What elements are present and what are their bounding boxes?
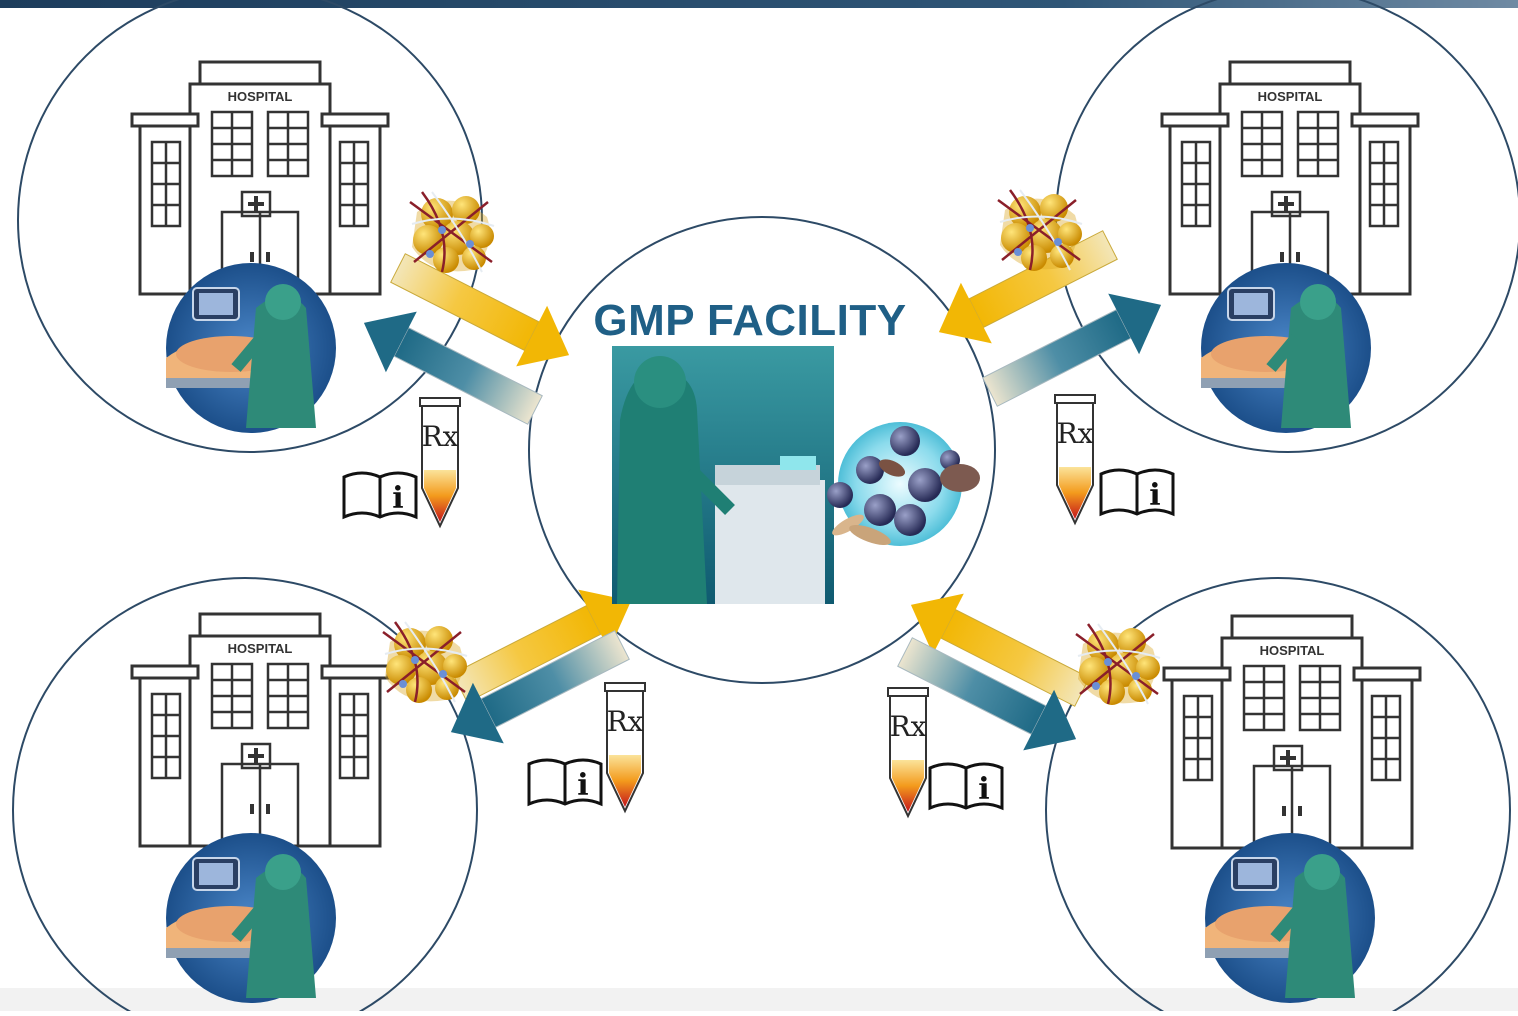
gmp-facility-title: GMP FACILITY	[593, 296, 907, 345]
surgery-scene-icon	[166, 263, 336, 433]
gmp-facility-circle	[528, 216, 996, 684]
prescription-tube-icon: Rx	[887, 687, 929, 817]
hospital-label: HOSPITAL	[1260, 643, 1325, 658]
hospital-label: HOSPITAL	[1258, 89, 1323, 104]
prescription-symbol: Rx	[607, 705, 644, 738]
hospital-label: HOSPITAL	[228, 89, 293, 104]
info-symbol: i	[577, 768, 588, 803]
info-symbol: i	[978, 772, 989, 807]
info-symbol: i	[1149, 478, 1160, 513]
arrow-to-hospital-bottom-left	[450, 630, 630, 744]
surgery-scene-icon	[1205, 833, 1375, 1003]
surgery-scene-icon	[166, 833, 336, 1003]
info-symbol: i	[392, 481, 403, 516]
surgery-scene-icon	[1201, 263, 1371, 433]
tissue-sample-icon	[1074, 622, 1162, 707]
hospital-circle-bottom-right	[1045, 577, 1511, 1016]
arrow-to-hospital-top-left	[363, 311, 543, 425]
arrow-to-facility-top-left	[390, 253, 570, 367]
cell-cluster-icon	[827, 422, 980, 546]
header-bar	[0, 0, 1518, 8]
info-leaflet-icon: i	[928, 762, 1004, 810]
prescription-symbol: Rx	[890, 710, 927, 743]
hospital-label: HOSPITAL	[228, 641, 293, 656]
lab-technician-icon	[612, 346, 834, 604]
arrow-to-hospital-top-right	[982, 293, 1162, 407]
footer-strip	[0, 988, 1518, 1011]
arrow-to-facility-bottom-right	[910, 593, 1090, 707]
prescription-tube-icon: Rx	[604, 682, 646, 812]
hospital-circle-bottom-left	[12, 577, 478, 1016]
info-leaflet-icon: i	[527, 758, 603, 806]
prescription-symbol: Rx	[1057, 417, 1094, 450]
hospital-building-icon: HOSPITAL	[1162, 614, 1422, 850]
hospital-building-icon: HOSPITAL	[130, 612, 390, 848]
info-leaflet-icon: i	[1099, 468, 1175, 516]
prescription-symbol: Rx	[422, 420, 459, 453]
prescription-tube-icon: Rx	[1054, 394, 1096, 524]
prescription-tube-icon: Rx	[419, 397, 461, 527]
arrow-to-hospital-bottom-right	[897, 637, 1077, 751]
hospital-building-icon: HOSPITAL	[130, 60, 390, 296]
hospital-building-icon: HOSPITAL	[1160, 60, 1420, 296]
tissue-sample-icon	[996, 188, 1084, 273]
info-leaflet-icon: i	[342, 471, 418, 519]
